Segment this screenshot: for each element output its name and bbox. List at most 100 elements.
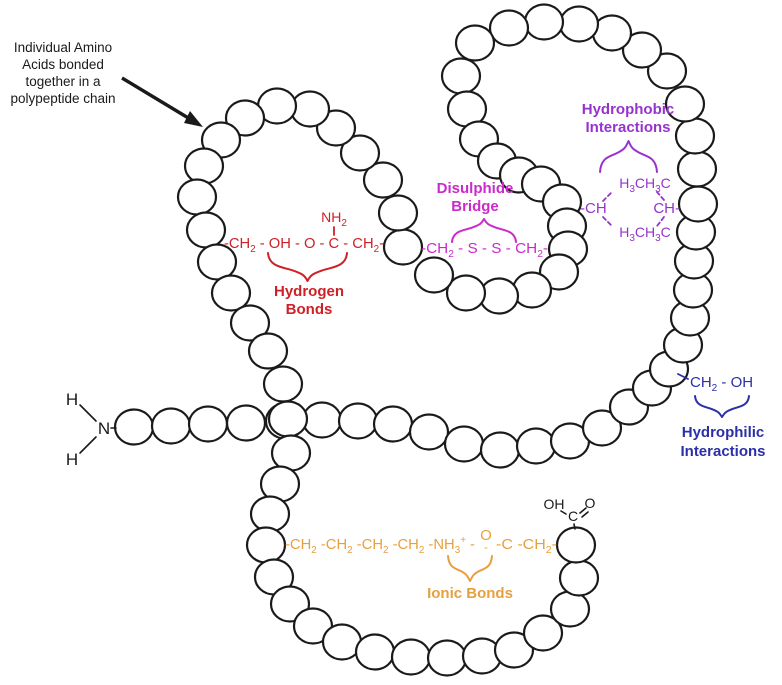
- methyl-groups-bottom: H3CH3C: [619, 224, 671, 244]
- amino-terminus-n: N: [98, 419, 110, 438]
- amino-acid-circle: [677, 185, 719, 223]
- hydrophobic-bond: [656, 216, 665, 227]
- ionic-bond-formula-left: -CH2 -CH2 -CH2 -CH2 -NH3+ -: [285, 535, 475, 556]
- carboxyl-terminus: OH C O: [544, 495, 596, 530]
- amino-terminus-h-top: H: [66, 390, 78, 409]
- amino-acid-circle: [229, 304, 271, 342]
- amino-acid-circle: [210, 274, 252, 312]
- hydrophobic-bond: [602, 191, 613, 202]
- amino-terminus: H N H: [66, 390, 117, 469]
- n-h-bond: [79, 436, 97, 454]
- amino-acid-circle: [183, 147, 225, 185]
- amino-acid-circle: [555, 526, 597, 564]
- polypeptide-chain: [113, 3, 719, 677]
- ionic-bonds-brace: [447, 555, 493, 582]
- amino-acid-circle: [558, 559, 600, 597]
- amino-acid-circle: [440, 57, 482, 95]
- ionic-oxygen-charge: -: [484, 542, 488, 554]
- amino-acid-circle: [185, 211, 227, 249]
- carboxyl-o: O: [585, 495, 596, 511]
- amine-group: NH2: [321, 209, 347, 229]
- amino-acid-circle: [408, 413, 450, 451]
- amino-terminus-h-bottom: H: [66, 450, 78, 469]
- amino-acid-circle: [372, 405, 414, 443]
- n-h-bond: [79, 404, 97, 422]
- hydrophilic-formula: CH2 - OH: [690, 374, 753, 394]
- amino-acid-circle: [493, 631, 535, 669]
- hydrophobic-interactions-group: Hydrophobic Interactions H3CH3C -CH CH- …: [580, 101, 680, 244]
- amino-acid-circle: [676, 150, 718, 188]
- hydrophilic-interactions-label: Interactions: [680, 443, 765, 460]
- annotation-line: polypeptide chain: [10, 91, 115, 106]
- amino-acid-circle: [426, 639, 468, 677]
- amino-acid-circle: [196, 243, 238, 281]
- amino-acid-circle: [267, 400, 309, 438]
- hydrogen-bonds-label: Bonds: [286, 301, 333, 318]
- amino-acid-circle: [113, 408, 155, 446]
- pointer-arrow-shaft: [121, 76, 191, 121]
- amino-acid-circle: [538, 253, 580, 291]
- amino-acid-circle: [262, 365, 304, 403]
- amino-acid-circle: [176, 178, 218, 216]
- amino-acid-circle: [377, 194, 419, 232]
- amino-acid-circle: [247, 332, 289, 370]
- amino-acid-circle: [488, 9, 530, 47]
- amino-acid-circle: [646, 52, 688, 90]
- amino-acid-circle: [249, 495, 291, 533]
- pointer-arrow-head: [184, 111, 203, 127]
- amino-acid-circle: [664, 85, 706, 123]
- amino-acid-circle: [362, 161, 404, 199]
- amino-acid-circle: [187, 405, 229, 443]
- amino-acid-circle: [413, 256, 455, 294]
- ionic-bonds-label: Ionic Bonds: [427, 585, 513, 602]
- amino-acid-circle: [301, 401, 343, 439]
- hydrophilic-interactions-brace: [694, 395, 750, 418]
- c-o-double-bond: [579, 507, 587, 514]
- hydrogen-bonds-group: NH2 -CH2 - OH - O - C - CH2- Hydrogen Bo…: [224, 209, 384, 318]
- amino-acid-circle: [454, 24, 496, 62]
- ch-left: -CH: [580, 200, 607, 217]
- hydrophobic-interactions-label: Hydrophobic: [582, 101, 675, 118]
- amino-acid-circle: [270, 434, 312, 472]
- amino-acid-circle: [390, 638, 432, 676]
- amino-acid-circle: [225, 404, 267, 442]
- annotation-block: Individual Amino Acids bonded together i…: [10, 40, 203, 127]
- carboxyl-chain-bond: [573, 523, 576, 530]
- hydrogen-bonds-brace: [267, 252, 348, 282]
- amino-acid-circle: [674, 117, 716, 155]
- hydrophobic-interactions-label: Interactions: [585, 119, 670, 136]
- c-oh-bond: [560, 510, 567, 515]
- amino-acid-circle: [382, 228, 424, 266]
- hydrophilic-interactions-group: CH2 - OH Hydrophilic Interactions: [677, 373, 766, 460]
- carboxyl-c: C: [568, 508, 578, 524]
- carboxyl-oh: OH: [544, 496, 565, 512]
- annotation-line: Individual Amino: [14, 40, 112, 55]
- amino-acid-circle: [549, 590, 591, 628]
- hydrophobic-bond: [656, 191, 665, 201]
- disulphide-bridge-label: Bridge: [451, 198, 499, 215]
- amino-acid-circle: [339, 134, 381, 172]
- hydrogen-bond-formula: -CH2 - OH - O - C - CH2-: [224, 235, 384, 255]
- hydrophilic-chain-bond: [677, 373, 689, 380]
- ch-right: CH-: [653, 200, 680, 217]
- amino-acid-circle: [479, 431, 521, 469]
- amino-acid-circle: [354, 633, 396, 671]
- annotation-line: together in a: [25, 74, 101, 89]
- amino-acid-circle: [558, 5, 600, 43]
- amino-acid-circle: [337, 402, 379, 440]
- hydrophilic-interactions-label: Hydrophilic: [682, 424, 765, 441]
- hydrophobic-bond: [602, 216, 613, 227]
- amino-acid-circle: [443, 425, 485, 463]
- amino-acid-circle: [523, 3, 565, 41]
- amino-acid-circle: [245, 526, 287, 564]
- amino-acid-circle: [445, 274, 487, 312]
- annotation-line: Acids bonded: [22, 57, 104, 72]
- methyl-groups-top: H3CH3C: [619, 175, 671, 195]
- amino-acid-circle: [150, 407, 192, 445]
